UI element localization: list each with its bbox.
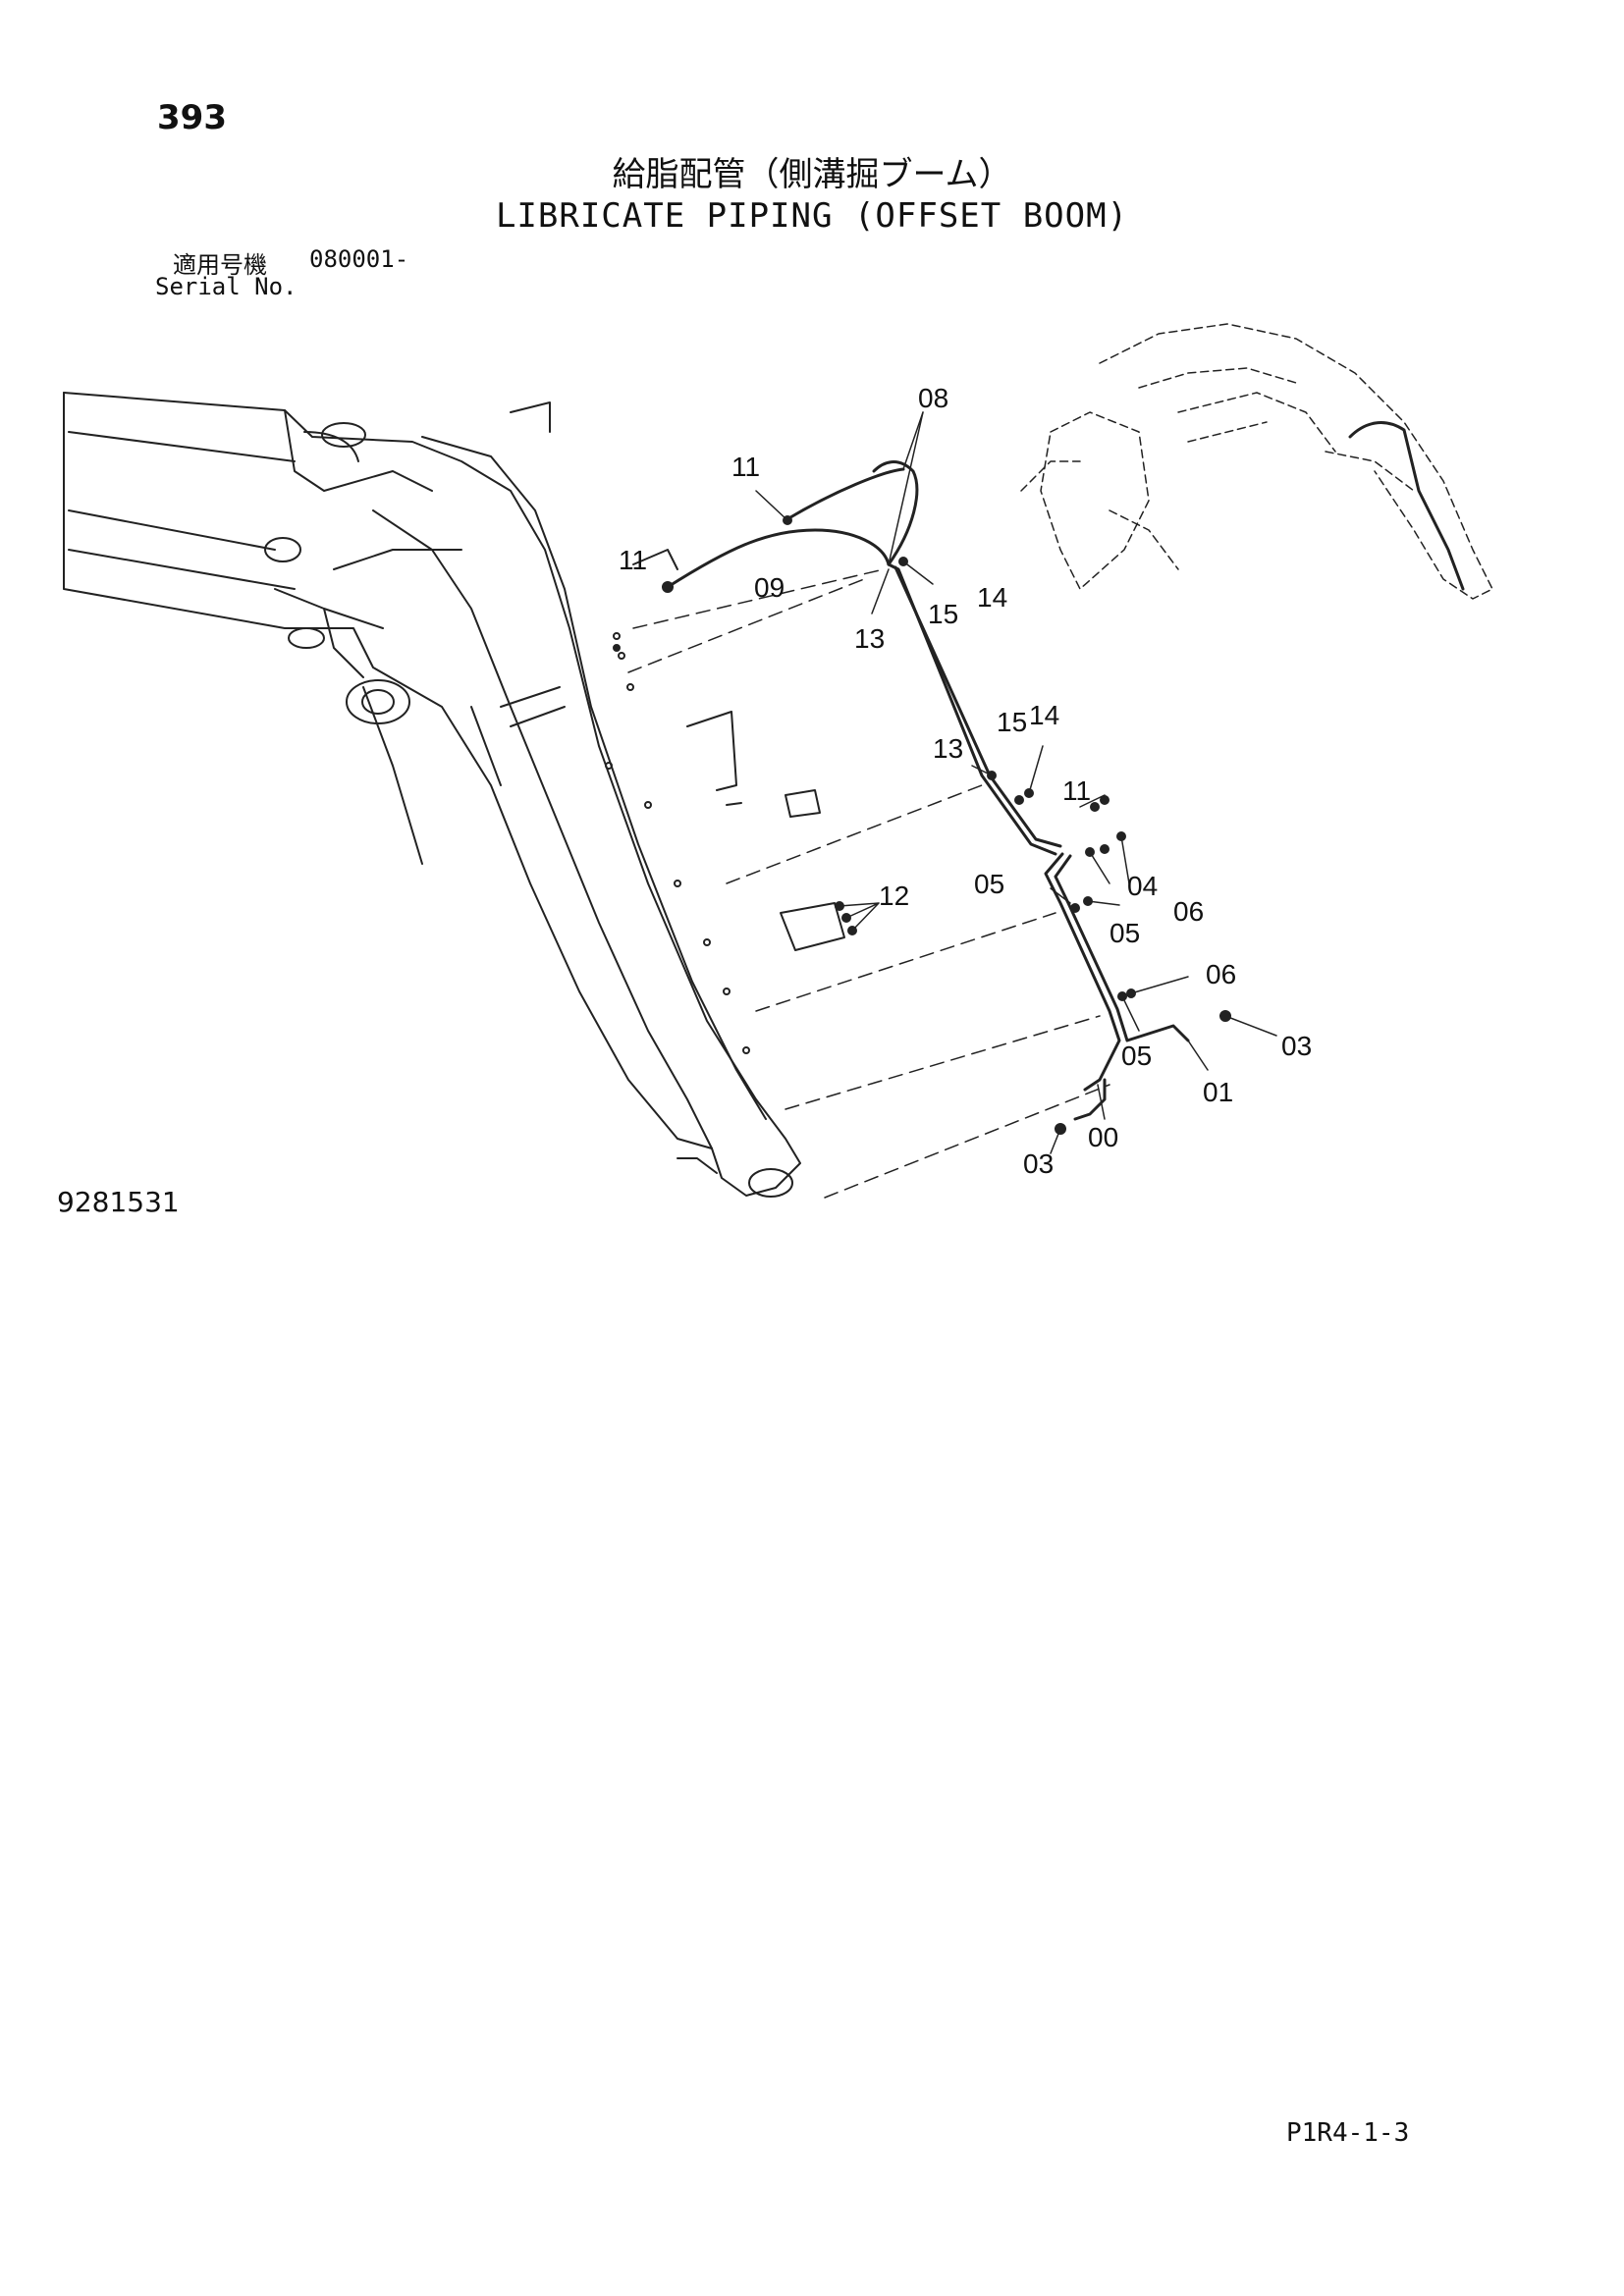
serial-number-value: 080001-	[309, 245, 409, 273]
callout-11-left: 11	[619, 545, 647, 575]
callout-05-lower: 05	[1121, 1041, 1152, 1071]
lubrication-pipes	[666, 460, 1190, 1121]
callout-00: 00	[1088, 1122, 1118, 1152]
callout-08: 08	[918, 383, 948, 413]
callout-15-mid: 15	[997, 707, 1027, 737]
callout-labels: 08 11 11 09 15 14 13 15 14 13 11 04 05 0…	[619, 383, 1312, 1179]
figure-number: 9281531	[57, 1186, 180, 1218]
callout-09: 09	[754, 572, 785, 603]
callout-11-right: 11	[1062, 775, 1091, 806]
page-number: 393	[157, 98, 227, 137]
callout-03-left: 03	[1023, 1148, 1054, 1179]
callout-06-upper: 06	[1173, 896, 1204, 927]
callout-13-upper: 13	[854, 623, 885, 654]
callout-05-mid: 05	[1110, 918, 1140, 948]
page-title-english: LIBRICATE PIPING (OFFSET BOOM)	[495, 196, 1129, 236]
callout-11-upper: 11	[731, 452, 760, 482]
callout-04: 04	[1127, 871, 1158, 901]
callout-15-upper: 15	[928, 599, 958, 629]
serial-label-english: Serial No.	[155, 273, 298, 300]
callout-12: 12	[879, 881, 909, 911]
inset-excavator	[1020, 323, 1493, 600]
serial-label-japanese: 適用号機	[173, 251, 267, 279]
leader-lines	[627, 568, 1110, 1199]
inset-pipe	[1348, 421, 1465, 591]
callout-leaders	[755, 411, 1277, 1154]
callout-14-upper: 14	[977, 582, 1007, 613]
page-code: P1R4-1-3	[1286, 2118, 1410, 2148]
boom-body	[63, 392, 845, 1198]
callout-06-lower: 06	[1206, 959, 1236, 989]
pipe-fittings	[613, 515, 1231, 1135]
callout-05-upper: 05	[974, 869, 1004, 899]
callout-03-right: 03	[1281, 1031, 1312, 1061]
callout-13-mid: 13	[933, 733, 963, 764]
page-title-japanese: 給脂配管（側溝掘ブーム）	[612, 155, 1012, 194]
callout-14-mid: 14	[1029, 700, 1059, 730]
callout-01: 01	[1203, 1077, 1233, 1107]
